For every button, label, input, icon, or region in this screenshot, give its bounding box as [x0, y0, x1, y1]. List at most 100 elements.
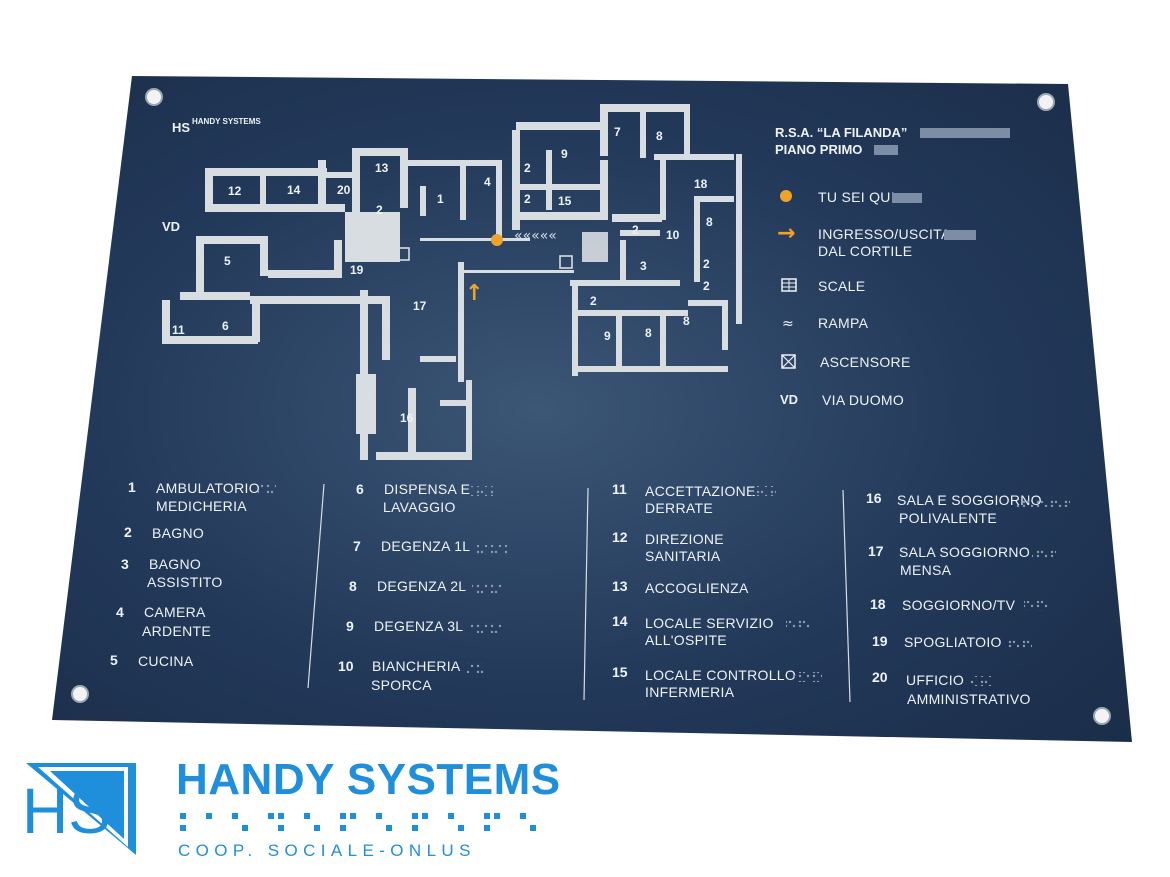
you-are-here-icon	[491, 234, 503, 246]
svg-text:8: 8	[645, 326, 652, 340]
symbol-key: TU SEI QUI → INGRESSO/USCITA DAL CORTILE…	[777, 189, 976, 408]
elevator-icon	[559, 255, 573, 269]
svg-text:3: 3	[121, 556, 129, 572]
elevator-icon	[396, 247, 410, 261]
svg-text:ARDENTE: ARDENTE	[142, 623, 211, 639]
svg-text:CAMERA: CAMERA	[144, 604, 206, 620]
floor-plan: ««««« ↑	[162, 104, 742, 460]
svg-text:18: 18	[870, 596, 886, 612]
svg-text:17: 17	[413, 299, 427, 313]
mounting-hole	[71, 685, 89, 703]
svg-text:20: 20	[872, 669, 888, 685]
svg-text:7: 7	[614, 125, 621, 139]
svg-text:6: 6	[222, 319, 229, 333]
arrow-right-icon: →	[777, 221, 795, 246]
svg-text:POLIVALENTE: POLIVALENTE	[899, 510, 997, 526]
elevator-icon	[781, 354, 796, 369]
svg-text:BAGNO: BAGNO	[152, 525, 204, 541]
svg-text:9: 9	[561, 147, 568, 161]
svg-text:ACCOGLIENZA: ACCOGLIENZA	[645, 580, 749, 596]
svg-text:DIREZIONE: DIREZIONE	[645, 531, 724, 547]
stairs-icon	[582, 232, 608, 262]
svg-text:1: 1	[128, 479, 136, 495]
svg-text:LOCALE SERVIZIO: LOCALE SERVIZIO	[645, 615, 774, 631]
svg-text:16: 16	[400, 411, 414, 425]
svg-text:TU SEI QUI: TU SEI QUI	[818, 189, 895, 205]
svg-text:BAGNO: BAGNO	[149, 556, 201, 572]
svg-text:8: 8	[656, 129, 663, 143]
entrance-arrow-icon: ↑	[465, 281, 483, 306]
svg-text:LAVAGGIO: LAVAGGIO	[383, 499, 456, 515]
svg-text:11: 11	[172, 323, 185, 337]
svg-text:7: 7	[353, 538, 361, 554]
mini-logo-icon: HS	[172, 120, 190, 135]
svg-text:6: 6	[356, 481, 364, 497]
hs-logo-icon: HS	[22, 763, 136, 855]
svg-text:8: 8	[683, 314, 690, 328]
svg-text:4: 4	[116, 604, 124, 620]
svg-text:10: 10	[666, 228, 680, 242]
svg-text:CUCINA: CUCINA	[138, 653, 194, 669]
mounting-hole	[1093, 707, 1111, 725]
svg-text:8: 8	[349, 578, 357, 594]
svg-text:HS: HS	[22, 775, 111, 847]
svg-text:14: 14	[287, 183, 301, 197]
svg-text:SCALE: SCALE	[818, 278, 865, 294]
brand-name: HANDY SYSTEMS	[176, 755, 561, 804]
brand-logo-block: HS HANDY SYSTEMS COOP. SOCIALE-ONLUS	[16, 755, 560, 865]
svg-text:DERRATE: DERRATE	[645, 500, 713, 516]
mounting-hole	[145, 88, 163, 106]
svg-text:BIANCHERIA: BIANCHERIA	[372, 658, 461, 674]
svg-text:MENSA: MENSA	[900, 562, 952, 578]
stairs-icon	[781, 278, 797, 292]
room-list-col-1: 1 AMBULATORIO MEDICHERIA 2 BAGNO 3 BAGNO…	[110, 479, 260, 669]
svg-text:UFFICIO: UFFICIO	[906, 672, 964, 688]
column-divider	[307, 483, 325, 689]
svg-text:DEGENZA 1L: DEGENZA 1L	[381, 538, 470, 554]
elevator-icon	[362, 389, 376, 403]
svg-text:5: 5	[110, 652, 118, 668]
svg-text:15: 15	[612, 664, 628, 680]
svg-text:SPOGLIATOIO: SPOGLIATOIO	[904, 634, 1002, 650]
mounting-hole	[1037, 93, 1055, 111]
maker-mini-logo: HS HANDY SYSTEMS	[172, 117, 261, 135]
svg-text:ALL'OSPITE: ALL'OSPITE	[645, 632, 727, 648]
vd-label: VD	[162, 219, 180, 234]
room-list-col-2: 6 DISPENSA E LAVAGGIO 7 DEGENZA 1L 8 DEG…	[338, 481, 470, 693]
room-list-col-4: 16 SALA E SOGGIORNO POLIVALENTE 17 SALA …	[866, 490, 1042, 707]
svg-text:11: 11	[612, 481, 627, 497]
svg-text:INFERMERIA: INFERMERIA	[645, 684, 735, 700]
ramp-icon: ≈	[782, 316, 794, 332]
svg-text:2: 2	[524, 192, 531, 206]
ramp-icon: «««««	[514, 228, 557, 244]
svg-text:MEDICHERIA: MEDICHERIA	[156, 498, 247, 514]
svg-text:AMBULATORIO: AMBULATORIO	[156, 480, 260, 496]
map-room-labels: 12 14 20 13 2 1 4 2 9 7 8 2 15 18 8 2 10…	[172, 125, 713, 425]
svg-text:17: 17	[868, 543, 884, 559]
svg-text:18: 18	[694, 177, 708, 191]
column-divider	[583, 487, 589, 701]
svg-text:SOGGIORNO/TV: SOGGIORNO/TV	[902, 597, 1016, 613]
column-divider	[842, 489, 851, 703]
svg-text:LOCALE CONTROLLO: LOCALE CONTROLLO	[645, 667, 796, 683]
svg-text:15: 15	[558, 194, 572, 208]
svg-text:2: 2	[590, 294, 597, 308]
svg-text:DEGENZA 3L: DEGENZA 3L	[374, 618, 463, 634]
svg-text:SPORCA: SPORCA	[371, 677, 432, 693]
svg-text:13: 13	[612, 578, 628, 594]
svg-text:RAMPA: RAMPA	[818, 315, 869, 331]
svg-text:ASSISTITO: ASSISTITO	[147, 574, 223, 590]
svg-text:12: 12	[228, 184, 242, 198]
svg-text:ACCETTAZIONE: ACCETTAZIONE	[645, 483, 756, 499]
svg-text:9: 9	[604, 329, 611, 343]
brand-subtitle: COOP. SOCIALE-ONLUS	[178, 841, 476, 860]
svg-text:19: 19	[350, 263, 364, 277]
svg-text:16: 16	[866, 490, 882, 506]
svg-text:2: 2	[524, 161, 531, 175]
svg-text:19: 19	[872, 633, 888, 649]
svg-text:SANITARIA: SANITARIA	[645, 548, 721, 564]
brand-braille-dots	[180, 813, 536, 831]
svg-text:SALA E SOGGIORNO: SALA E SOGGIORNO	[897, 492, 1042, 508]
svg-text:20: 20	[337, 183, 351, 197]
